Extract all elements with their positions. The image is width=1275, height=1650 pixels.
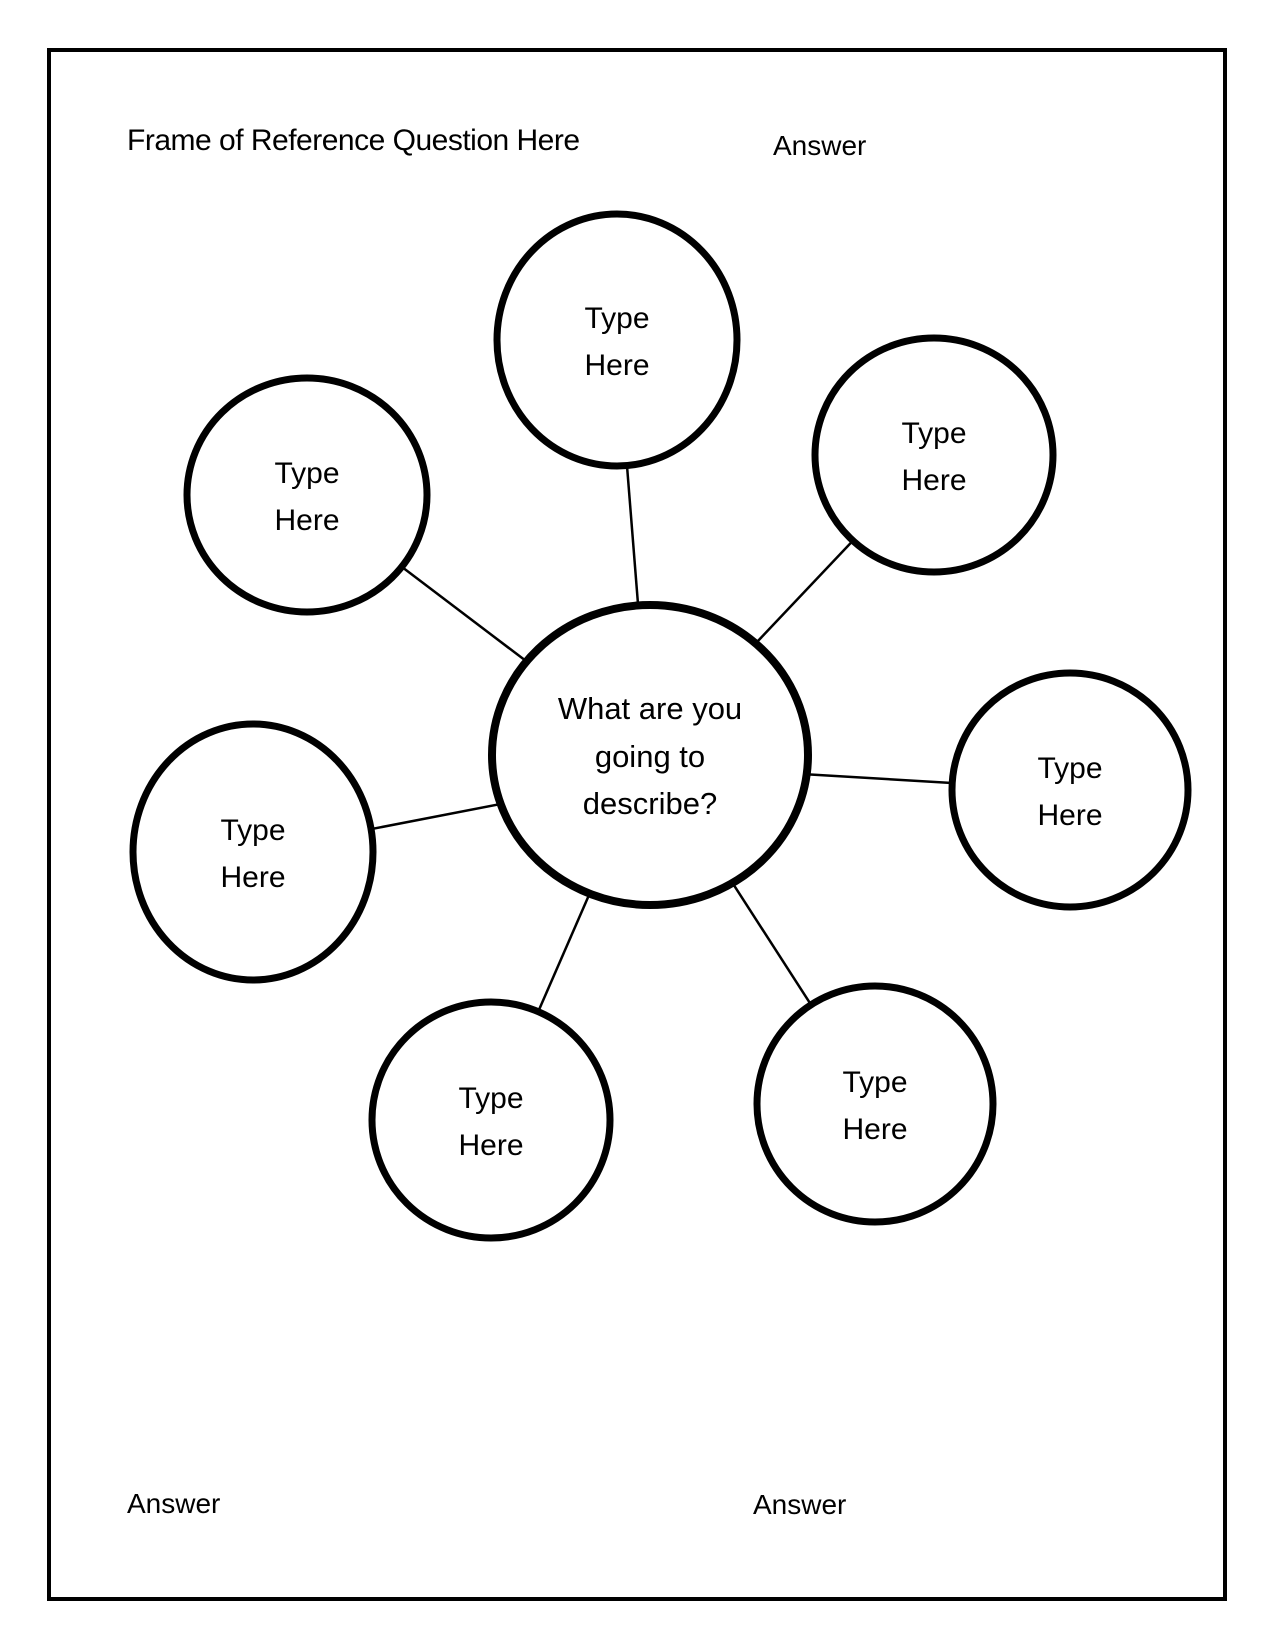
node-left[interactable]: Type Here: [129, 720, 377, 984]
center-node-circle[interactable]: [488, 601, 812, 909]
center-node-text-line2[interactable]: going to: [595, 739, 705, 774]
node-lower-right-text-line1[interactable]: Type: [842, 1066, 907, 1099]
node-lower-right-circle[interactable]: [753, 982, 997, 1226]
node-right[interactable]: Type Here: [948, 669, 1192, 911]
answer-label-bottom-left: Answer: [127, 1488, 220, 1519]
node-upper-right-text-line2[interactable]: Here: [901, 464, 966, 497]
node-top-circle[interactable]: [493, 210, 741, 470]
node-upper-right-text-line1[interactable]: Type: [901, 417, 966, 450]
center-node-text-line3[interactable]: describe?: [583, 786, 717, 821]
node-lower-left[interactable]: Type Here: [368, 998, 614, 1242]
node-lower-right-text-line2[interactable]: Here: [842, 1113, 907, 1146]
frame-question-placeholder[interactable]: Frame of Reference Question Here: [127, 124, 580, 157]
node-upper-right[interactable]: Type Here: [811, 334, 1057, 576]
node-left-text-line2[interactable]: Here: [220, 861, 285, 894]
node-right-text-line2[interactable]: Here: [1037, 799, 1102, 832]
answer-label-top: Answer: [773, 130, 866, 161]
node-left-circle[interactable]: [129, 720, 377, 984]
node-left-text-line1[interactable]: Type: [220, 814, 285, 847]
center-node-text-line1[interactable]: What are you: [558, 691, 742, 726]
node-top-text-line1[interactable]: Type: [584, 302, 649, 335]
node-lower-left-text-line2[interactable]: Here: [458, 1129, 523, 1162]
node-lower-right[interactable]: Type Here: [753, 982, 997, 1226]
node-right-circle[interactable]: [948, 669, 1192, 911]
center-node[interactable]: What are you going to describe?: [488, 601, 812, 909]
page-border: [47, 48, 1227, 1601]
node-upper-left-text-line1[interactable]: Type: [274, 457, 339, 490]
node-upper-right-circle[interactable]: [811, 334, 1057, 576]
node-upper-left-text-line2[interactable]: Here: [274, 504, 339, 537]
node-lower-left-text-line1[interactable]: Type: [458, 1082, 523, 1115]
node-top[interactable]: Type Here: [493, 210, 741, 470]
node-upper-left[interactable]: Type Here: [183, 374, 431, 616]
node-top-text-line2[interactable]: Here: [584, 349, 649, 382]
node-lower-left-circle[interactable]: [368, 998, 614, 1242]
answer-label-bottom-center: Answer: [753, 1489, 846, 1520]
node-upper-left-circle[interactable]: [183, 374, 431, 616]
node-right-text-line1[interactable]: Type: [1037, 752, 1102, 785]
